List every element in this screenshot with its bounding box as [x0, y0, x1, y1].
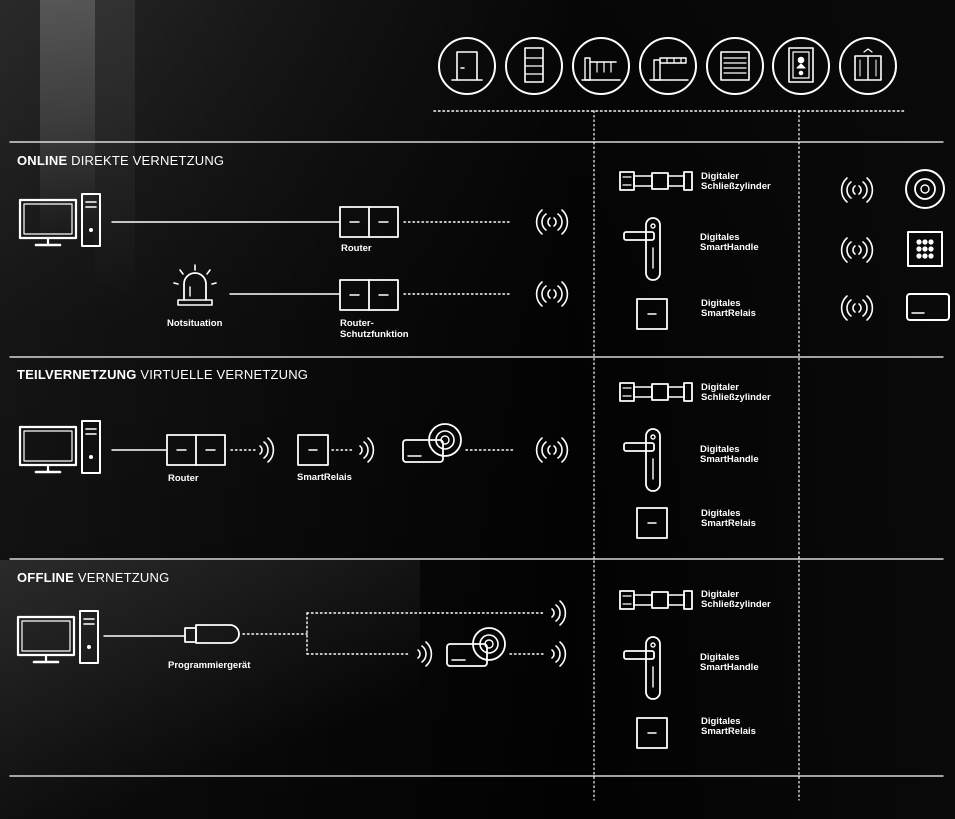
wireless-icon: [535, 437, 569, 463]
smart-handle-icon: [623, 428, 661, 492]
card-reader-device-icon: [446, 627, 506, 667]
router-icon: [166, 434, 226, 466]
door-icon: [438, 37, 496, 95]
smart-relay-icon: [636, 717, 668, 749]
section-title-offline: OFFLINE VERNETZUNG: [17, 570, 170, 585]
cabinet-icon: [505, 37, 563, 95]
section-title-teilvernetzung: TEILVERNETZUNG VIRTUELLE VERNETZUNG: [17, 367, 309, 382]
wireless-icon: [840, 237, 874, 263]
smartrelais-label: SmartRelais: [297, 472, 352, 483]
wireless-icon: [359, 437, 375, 463]
programmiergeraet-label: Programmiergerät: [168, 660, 251, 671]
smart-handle-icon: [623, 217, 661, 281]
elevator-panel-icon: [772, 37, 830, 95]
computer-icon: [18, 192, 102, 248]
gate-arm-icon: [572, 37, 630, 95]
wireless-icon: [259, 437, 275, 463]
lock-cylinder-icon: [619, 590, 693, 610]
garage-door-icon: [706, 37, 764, 95]
elevator-icon: [839, 37, 897, 95]
computer-icon: [16, 609, 100, 665]
wireless-icon: [535, 209, 569, 235]
wireless-icon: [551, 641, 567, 667]
router-icon: [339, 206, 399, 238]
router-icon: [339, 279, 399, 311]
wireless-icon: [551, 600, 567, 626]
router-schutz-label-line1: Router-: [340, 318, 374, 329]
router-schutz-label-line2: Schutzfunktion: [340, 329, 409, 340]
round-reader-icon: [905, 169, 945, 209]
barrier-icon: [639, 37, 697, 95]
router-label: Router: [341, 243, 372, 254]
wireless-icon: [417, 641, 433, 667]
background-window-shadow: [95, 0, 135, 300]
alarm-light-icon: [173, 264, 217, 306]
card-reader-icon: [906, 293, 950, 321]
smart-handle-icon: [623, 636, 661, 700]
keypad-reader-icon: [907, 231, 943, 267]
lock-cylinder-icon: [619, 382, 693, 402]
card-reader-device-icon: [402, 423, 462, 463]
computer-icon: [18, 419, 102, 475]
smart-relay-icon: [636, 507, 668, 539]
top-icons-row: [438, 37, 897, 95]
section-title-online: ONLINE DIREKTE VERNETZUNG: [17, 153, 225, 168]
smart-relay-icon: [636, 298, 668, 330]
wireless-icon: [840, 295, 874, 321]
router-label: Router: [168, 473, 199, 484]
usb-programmer-icon: [184, 624, 240, 644]
smart-relay-icon: [297, 434, 329, 466]
wireless-icon: [840, 177, 874, 203]
wireless-icon: [535, 281, 569, 307]
lock-cylinder-icon: [619, 171, 693, 191]
notsituation-label: Notsituation: [167, 318, 223, 329]
